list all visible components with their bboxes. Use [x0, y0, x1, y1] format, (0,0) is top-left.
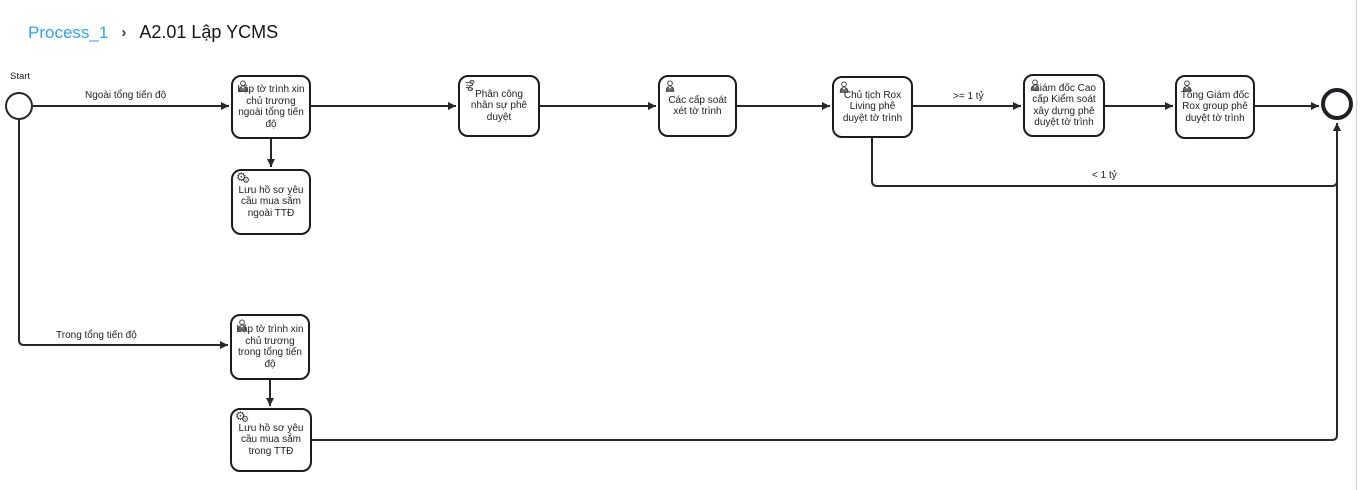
user-icon: [1180, 79, 1196, 95]
task-phan-cong-nhan-su[interactable]: Phân công nhân sự phê duyệt: [458, 75, 540, 137]
breadcrumb-current-title: A2.01 Lập YCMS: [139, 22, 279, 42]
user-icon: [235, 318, 251, 334]
flow-label-gte-1-ty: >= 1 tỷ: [953, 91, 984, 102]
flow-luu-trong-to-end[interactable]: [312, 123, 1341, 441]
task-label: Giám đốc Cao cấp Kiểm soát xây dựng phê …: [1032, 82, 1096, 129]
task-lap-to-trinh-ngoai-ttd[interactable]: Lập tờ trình xin chủ trương ngoài tổng t…: [231, 75, 311, 139]
task-label: Phân công nhân sự phê duyệt: [470, 88, 528, 123]
user-icon: [663, 79, 679, 95]
breadcrumb-process-link[interactable]: Process_1: [28, 23, 109, 42]
script-icon: [463, 79, 479, 95]
user-icon: [1028, 78, 1044, 94]
task-cac-cap-soat-xet[interactable]: Các cấp soát xét tờ trình: [658, 75, 737, 137]
task-giam-doc-cao-cap-kiem-soat[interactable]: Giám đốc Cao cấp Kiểm soát xây dựng phê …: [1023, 74, 1105, 137]
task-label: Tổng Giám đốc Rox group phê duyệt tờ trì…: [1180, 89, 1250, 124]
task-luu-ho-so-ngoai-ttd[interactable]: ⚙⚙ Lưu hồ sơ yêu cầu mua sắm ngoài TTĐ: [231, 169, 311, 235]
end-event[interactable]: [1321, 88, 1353, 120]
user-icon: [837, 80, 853, 96]
task-tong-giam-doc-rox-group[interactable]: Tổng Giám đốc Rox group phê duyệt tờ trì…: [1175, 75, 1255, 139]
breadcrumb: Process_1 › A2.01 Lập YCMS: [28, 22, 278, 43]
flow-label-lt-1-ty: < 1 tỷ: [1092, 170, 1117, 181]
canvas-right-border: [1356, 0, 1357, 490]
task-lap-to-trinh-trong-ttd[interactable]: Lập tờ trình xin chủ trương trong tổng t…: [230, 314, 310, 380]
service-icon: ⚙⚙: [236, 170, 251, 185]
flow-label-trong-tong-tien-do: Trong tổng tiến độ: [56, 330, 137, 341]
task-label: Lưu hồ sơ yêu cầu mua sắm ngoài TTĐ: [238, 184, 304, 219]
start-event[interactable]: [5, 92, 33, 120]
user-icon: [236, 79, 252, 95]
task-luu-ho-so-trong-ttd[interactable]: ⚙⚙ Lưu hồ sơ yêu cầu mua sắm trong TTĐ: [230, 408, 312, 472]
task-chu-tich-rox-living[interactable]: Chủ tịch Rox Living phê duyệt tờ trình: [832, 76, 913, 138]
task-label: Lưu hồ sơ yêu cầu mua sắm trong TTĐ: [238, 422, 304, 457]
task-label: Các cấp soát xét tờ trình: [668, 94, 727, 118]
task-label: Chủ tịch Rox Living phê duyệt tờ trình: [842, 89, 903, 124]
flow-label-ngoai-tong-tien-do: Ngoài tổng tiến độ: [85, 90, 167, 101]
breadcrumb-separator-icon: ›: [121, 24, 127, 41]
service-icon: ⚙⚙: [235, 409, 250, 424]
start-event-label: Start: [10, 71, 31, 82]
flow-start-to-lap-trong[interactable]: [18, 120, 228, 349]
